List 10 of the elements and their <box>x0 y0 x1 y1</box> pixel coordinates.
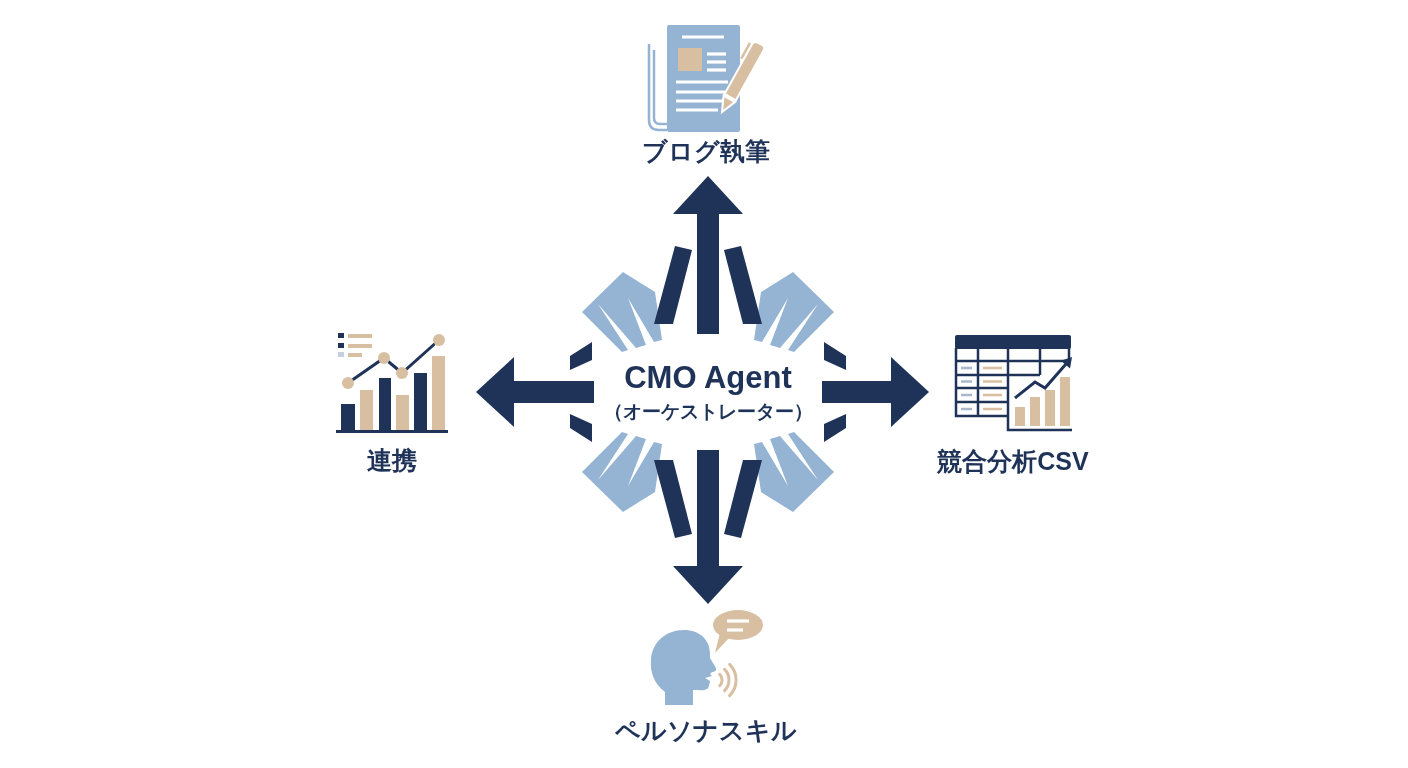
arrow <box>673 540 743 604</box>
arrow <box>476 357 570 427</box>
node-label: 連携 <box>367 445 417 475</box>
arrow <box>846 357 929 427</box>
node-label: ブログ執筆 <box>642 136 770 166</box>
node-label: ペルソナスキル <box>615 715 797 745</box>
agent-title: CMO Agent <box>624 359 792 397</box>
agent-subtitle: （オーケストレーター） <box>603 400 813 424</box>
node-label: 競合分析CSV <box>937 446 1089 476</box>
arrow <box>673 176 743 244</box>
